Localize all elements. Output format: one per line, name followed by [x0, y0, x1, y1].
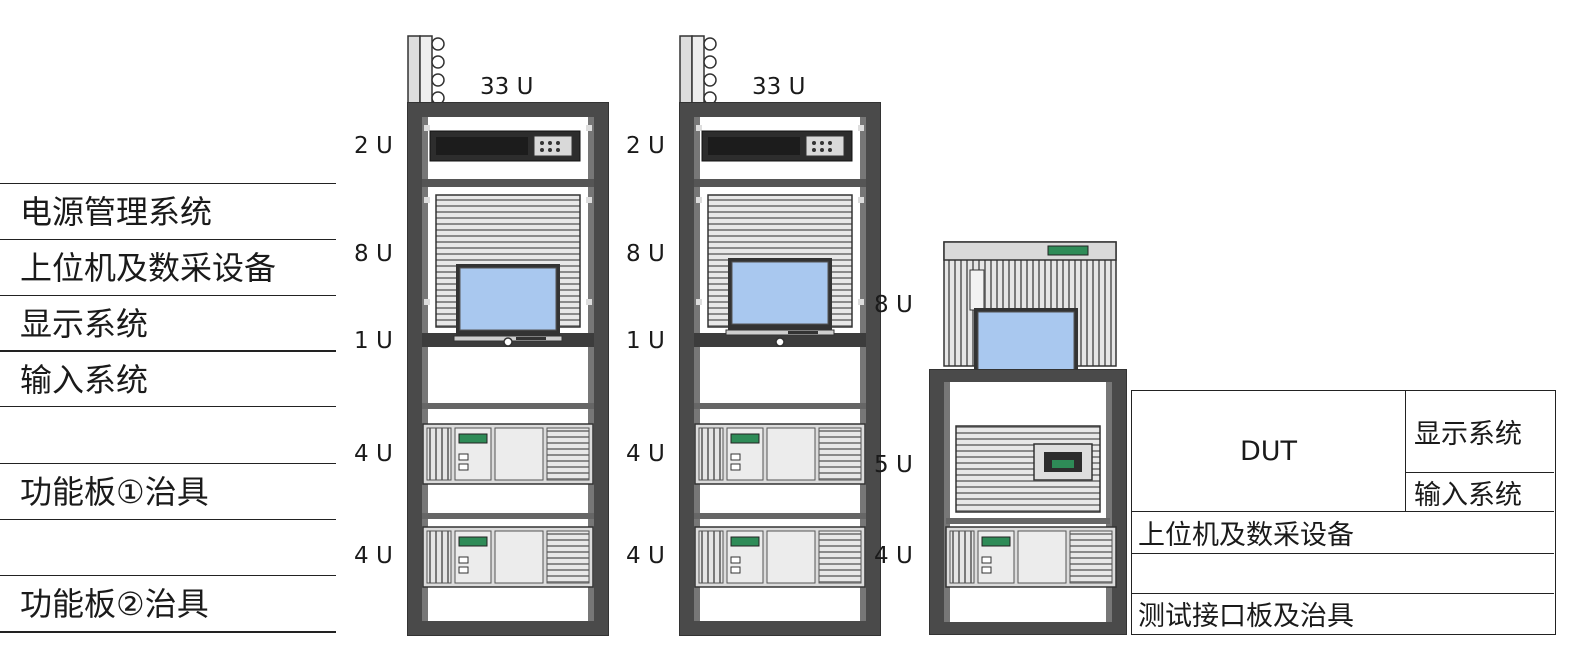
rack-2-unit-8u: 8 U: [626, 241, 665, 267]
divider-line: [0, 239, 336, 240]
dut-host-label: 上位机及数采设备: [1138, 520, 1354, 551]
divider-line: [0, 575, 336, 576]
label-input-system: 输入系统: [20, 361, 149, 399]
power-supply-icon: [945, 526, 1117, 588]
rack-3-unit-4u: 4 U: [874, 543, 913, 569]
rack-1-2u-unit: [429, 130, 581, 162]
divider-line: [0, 519, 336, 520]
dut-input-cell: 输入系统: [1406, 473, 1554, 511]
rack-1-unit-2u: 2 U: [354, 133, 393, 159]
rack-1-unit-4u-b: 4 U: [354, 543, 393, 569]
dut-label: DUT: [1239, 435, 1298, 467]
rack-3-unit-5u: 5 U: [874, 452, 913, 478]
label-power-management: 电源管理系统: [20, 193, 213, 231]
divider-line: [0, 631, 336, 633]
dut-cell: DUT: [1132, 391, 1406, 511]
dut-table: DUT 显示系统 输入系统 上位机及数采设备 测试接口板及治具: [1131, 390, 1556, 635]
rack-2-unit-4u-a: 4 U: [626, 441, 665, 467]
dut-display-cell: 显示系统: [1406, 391, 1554, 473]
label-display-system: 显示系统: [20, 305, 149, 343]
power-supply-icon: [422, 423, 594, 485]
rack-1-unit-4u-a: 4 U: [354, 441, 393, 467]
divider-line: [0, 463, 336, 464]
rack-2-total: 33 U: [752, 74, 806, 100]
divider-line: [0, 350, 336, 352]
rack-2-2u-unit: [701, 130, 853, 162]
dut-empty-row: [1132, 553, 1554, 593]
rack-2-unit-1u: 1 U: [626, 328, 665, 354]
dut-display-label: 显示系统: [1414, 419, 1522, 450]
power-supply-icon: [694, 526, 866, 588]
label-host-and-daq: 上位机及数采设备: [20, 249, 277, 287]
rack-1-total: 33 U: [480, 74, 534, 100]
divider-line: [0, 295, 336, 296]
power-supply-icon: [694, 423, 866, 485]
label-fixture-2: 功能板②治具: [20, 585, 209, 623]
cable-hooks-icon: [679, 35, 717, 109]
cable-hooks-icon: [407, 35, 445, 109]
monitor-icon: [453, 263, 563, 342]
label-fixture-1: 功能板①治具: [20, 473, 209, 511]
dut-host-row: 上位机及数采设备: [1132, 511, 1554, 553]
divider-line: [0, 406, 336, 407]
dut-input-label: 输入系统: [1414, 479, 1522, 511]
rack-2-unit-4u-b: 4 U: [626, 543, 665, 569]
monitor-icon: [725, 257, 835, 336]
rack-1-unit-1u: 1 U: [354, 328, 393, 354]
divider-line: [0, 183, 336, 184]
dut-interface-row: 测试接口板及治具: [1132, 593, 1554, 633]
dut-interface-label: 测试接口板及治具: [1138, 601, 1354, 632]
rack-1-unit-8u: 8 U: [354, 241, 393, 267]
power-supply-icon: [422, 526, 594, 588]
rack-2-unit-2u: 2 U: [626, 133, 665, 159]
rack-3-unit-8u: 8 U: [874, 292, 913, 318]
